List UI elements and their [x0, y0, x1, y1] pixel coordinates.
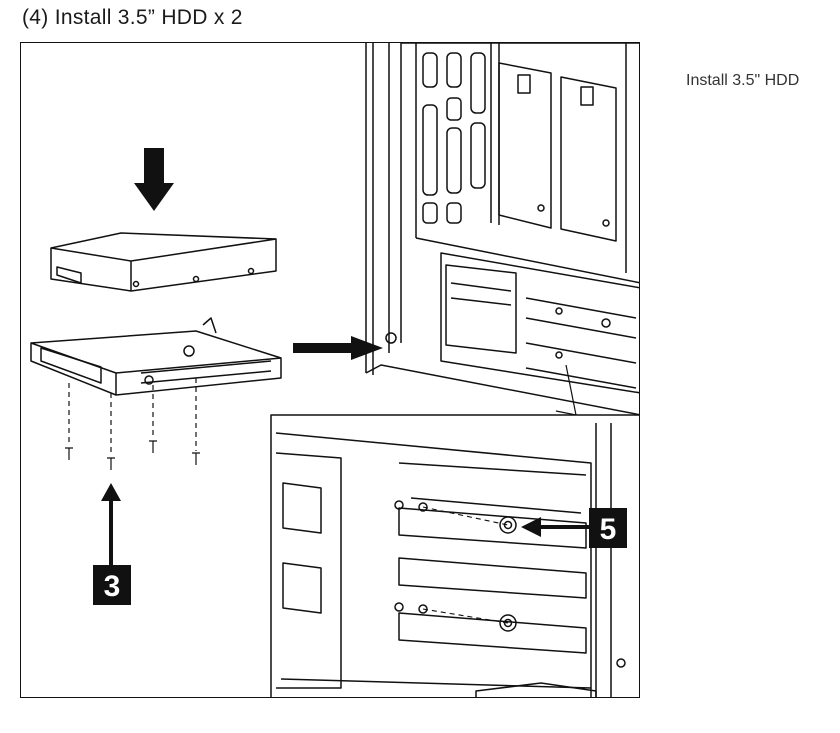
- arrow-left-icon: [521, 517, 589, 537]
- arrow-up-icon: [101, 483, 121, 565]
- arrow-down-icon: [134, 148, 174, 211]
- svg-text:3: 3: [104, 570, 121, 603]
- side-caption: Install 3.5" HDD: [686, 72, 800, 89]
- hdd-bracket-illustration: [30, 317, 282, 396]
- hard-drive-illustration: [50, 232, 277, 292]
- chassis-illustration: [365, 43, 639, 416]
- arrow-right-icon: [293, 336, 383, 360]
- installation-diagram: 3 5: [20, 42, 640, 698]
- zoom-detail: [270, 364, 639, 697]
- svg-text:5: 5: [600, 513, 617, 546]
- section-title: (4) Install 3.5” HDD x 2: [22, 6, 243, 29]
- step-badge-5: 5: [589, 508, 627, 548]
- step-badge-3: 3: [93, 565, 131, 605]
